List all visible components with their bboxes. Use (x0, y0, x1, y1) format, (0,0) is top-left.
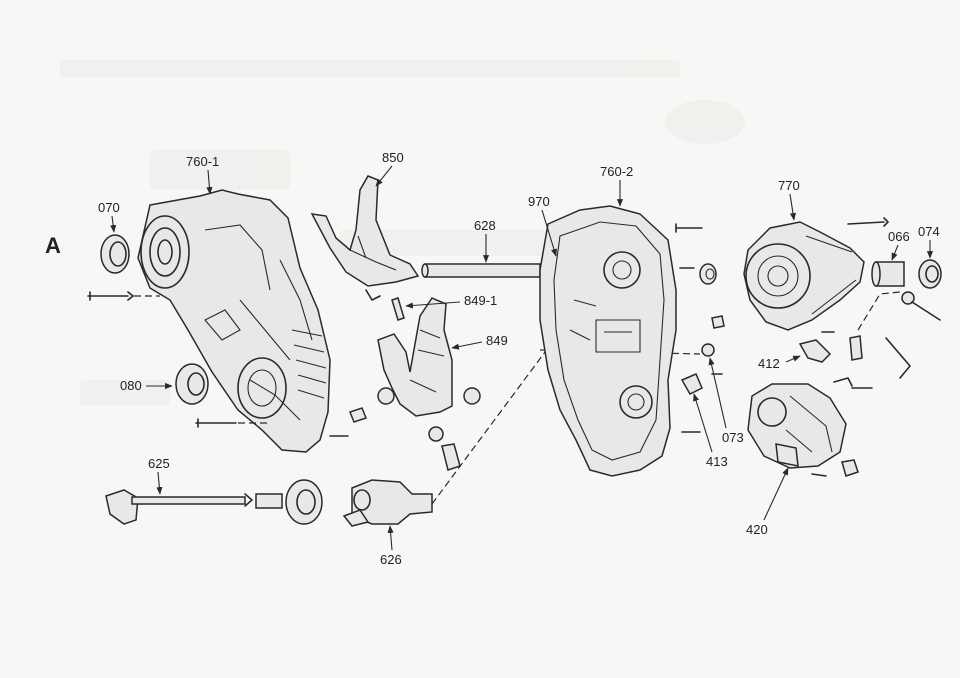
leader-970 (541, 209, 557, 257)
callout-625: 625 (148, 456, 170, 471)
leader-850 (375, 165, 393, 187)
callout-073: 073 (722, 430, 744, 445)
bolt-left-upper (87, 291, 160, 301)
callout-066: 066 (888, 229, 910, 244)
section-letter: A (45, 233, 61, 258)
front-case-half-760-1 (137, 189, 331, 453)
callout-849-1: 849-1 (464, 293, 497, 308)
sensor-413 (680, 373, 723, 395)
callout-760-1: 760-1 (186, 154, 219, 169)
shift-rail-628 (421, 263, 541, 278)
pin-849-1 (391, 297, 405, 321)
small-nut-1 (711, 315, 725, 329)
callout-413: 413 (706, 454, 728, 469)
callout-070: 070 (98, 200, 120, 215)
dash-line-right (857, 291, 901, 331)
leader-073 (708, 357, 727, 429)
bolt-412 (798, 331, 835, 363)
background-bleed-through (60, 60, 745, 406)
shift-motor-420 (747, 383, 859, 477)
rear-case-half-760-2 (539, 205, 677, 477)
leader-626 (387, 525, 394, 551)
callout-770: 770 (778, 178, 800, 193)
callout-074: 074 (918, 224, 940, 239)
bushing-066 (871, 261, 905, 287)
small-seal-ring (699, 263, 717, 285)
leader-625 (156, 471, 163, 495)
callout-760-2: 760-2 (600, 164, 633, 179)
leader-760-1 (206, 169, 213, 195)
leader-413 (693, 393, 713, 453)
shift-fork-850 (310, 175, 420, 301)
bearing-080 (175, 363, 209, 405)
bracket-right (849, 335, 911, 379)
seal-074 (918, 259, 942, 289)
leader-412 (785, 355, 801, 363)
leader-770 (789, 193, 796, 221)
callout-080: 080 (120, 378, 142, 393)
callout-412: 412 (758, 356, 780, 371)
callout-849: 849 (486, 333, 508, 348)
leader-070 (110, 215, 117, 233)
callout-850: 850 (382, 150, 404, 165)
callout-420: 420 (746, 522, 768, 537)
callout-628: 628 (474, 218, 496, 233)
leader-849 (451, 341, 483, 350)
extension-housing-770 (743, 221, 865, 331)
bolt-left-lower (195, 418, 270, 428)
shift-hub-626 (342, 479, 433, 527)
shift-rod-625 (105, 489, 253, 525)
leader-420 (763, 467, 789, 521)
callout-970: 970 (528, 194, 550, 209)
washer-073 (701, 343, 715, 357)
seal-070 (100, 234, 130, 274)
shift-fork-849 (377, 297, 481, 471)
plug-right-of-case (329, 407, 367, 437)
leader-849-1 (405, 301, 461, 309)
clip-right (833, 377, 873, 389)
bolt-top-760-2 (675, 223, 703, 233)
leader-066 (891, 244, 899, 261)
bolt-top-right (847, 217, 889, 227)
callout-626: 626 (380, 552, 402, 567)
coupling-sleeve (255, 479, 323, 525)
key-bolt (901, 291, 941, 321)
